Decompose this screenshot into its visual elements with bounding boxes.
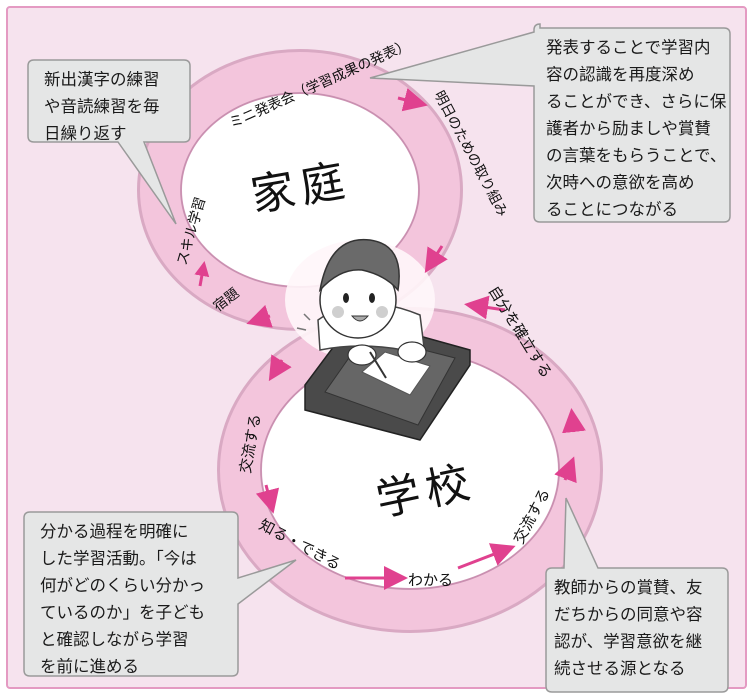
callout-top-right-text: 発表することで学習内 容の認識を再度深め ることができ、さらに保 護者から励まし… [546,38,727,219]
callout-bottom-left [23,511,297,677]
callout-top-right [369,23,731,223]
arrow-homework-left [246,304,273,328]
arrow-understand [457,543,516,570]
arrow-left-top [268,354,292,382]
arrow-left-down [255,484,280,514]
arrow-preparation-to-child [424,245,448,274]
label-understand: わかる [408,571,453,589]
child-studying-illustration [296,238,471,441]
callout-bottom-right-text: 教師からの賞賛、友 だちからの同意や容 認が、学習意欲を継 続させる源となる [554,578,703,678]
callout-top-left [27,59,191,225]
arrow-mini-to-preparation [397,87,428,112]
callout-bottom-right [545,497,729,693]
callout-bubbles [23,23,731,693]
arrow-right-exchange [554,456,577,484]
arrow-establish-right [464,295,506,320]
arrow-skill-up [194,261,210,287]
arrow-right-up [562,408,586,434]
callout-top-left-text: 新出漢字の練習 や音読練習を毎 日繰り返す [44,70,160,143]
callout-bottom-left-text: 分かる過程を明確に した学習活動。「今は 何がどのくらい分かっ ているのか」を子… [40,522,205,676]
cycle-arrows [194,87,586,590]
